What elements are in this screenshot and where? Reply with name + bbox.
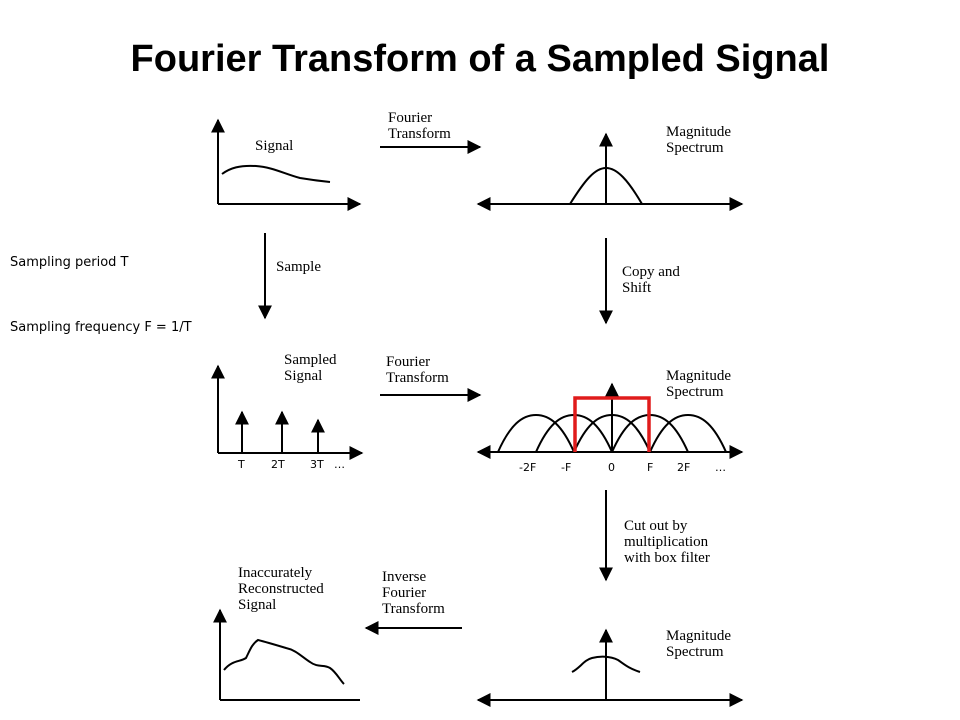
page-title: Fourier Transform of a Sampled Signal: [130, 38, 830, 80]
freq-tick-ellipsis: …: [715, 461, 726, 474]
sample-label: Sample: [276, 259, 321, 275]
reconstructed-curve: [223, 638, 345, 685]
time-tick-3t: 3T: [310, 458, 324, 471]
spectrum-plot-3: [476, 628, 744, 707]
freq-tick-minus-2f: -2F: [519, 461, 537, 474]
reconstructed-signal-plot: [213, 608, 360, 701]
replica-zero: [573, 413, 651, 453]
magnitude-spectrum-label-3: Magnitude Spectrum: [666, 628, 731, 660]
sampled-signal-plot: [211, 364, 364, 460]
cut-out-label: Cut out by multiplication with box filte…: [624, 518, 710, 566]
sampled-signal-label: Sampled Signal: [284, 352, 337, 384]
fourier-transform-label-top: Fourier Transform: [388, 110, 451, 142]
copy-shift-label: Copy and Shift: [622, 264, 680, 296]
replica-plus-2f: [649, 413, 727, 453]
signal-plot: [211, 118, 362, 211]
inverse-fourier-label: Inverse Fourier Transform: [382, 569, 445, 617]
replica-minus-2f: [497, 413, 575, 453]
sampling-period-note: Sampling period T: [10, 255, 129, 270]
signal-curve: [221, 164, 331, 183]
time-tick-t: T: [238, 458, 245, 471]
freq-tick-f: F: [647, 461, 654, 474]
freq-tick-2f: 2F: [677, 461, 691, 474]
signal-label: Signal: [255, 138, 294, 154]
freq-tick-zero: 0: [608, 461, 615, 474]
magnitude-spectrum-label-2: Magnitude Spectrum: [666, 368, 731, 400]
time-tick-2t: 2T: [271, 458, 285, 471]
spectrum-plot-2: [476, 382, 744, 459]
spectrum-3-curve: [571, 655, 641, 673]
fourier-transform-label-mid: Fourier Transform: [386, 354, 449, 386]
sampling-frequency-note: Sampling frequency F = 1/T: [10, 320, 192, 335]
freq-tick-minus-f: -F: [561, 461, 572, 474]
spectrum-1-curve: [569, 166, 643, 205]
reconstructed-signal-label: Inaccurately Reconstructed Signal: [238, 565, 324, 613]
box-filter: [573, 396, 651, 452]
spectrum-plot-1: [476, 132, 744, 211]
magnitude-spectrum-label-1: Magnitude Spectrum: [666, 124, 731, 156]
time-tick-ellipsis: …: [334, 458, 345, 471]
